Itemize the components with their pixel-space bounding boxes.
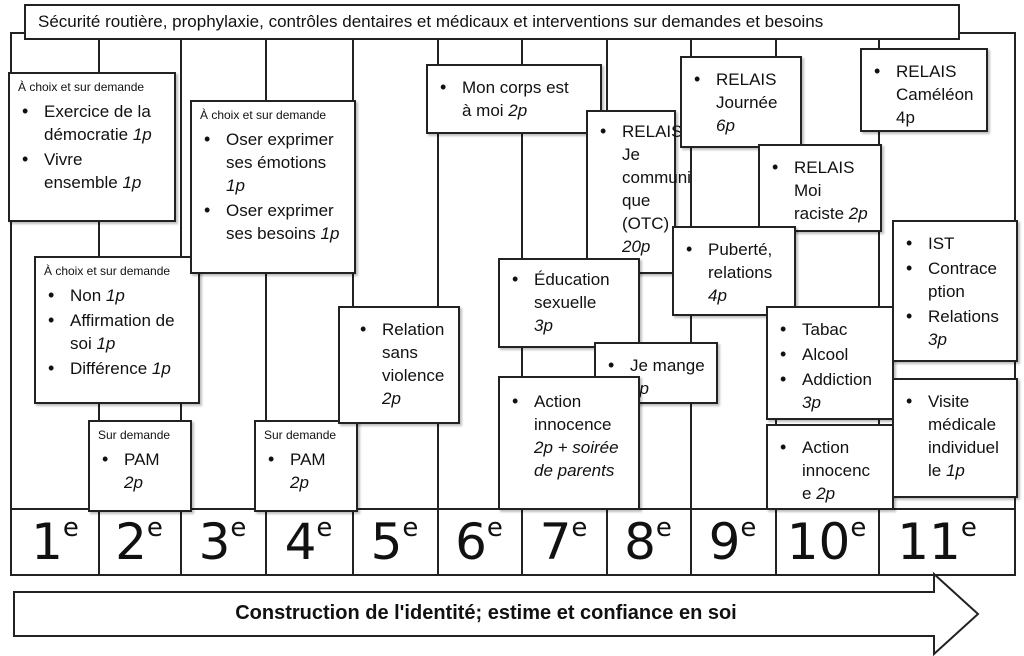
grade-label: 7e [539, 513, 588, 571]
grade-label: 2e [115, 513, 163, 571]
grade-label: 11e [897, 513, 977, 571]
list-item: Différence 1p [36, 357, 198, 380]
grade-label: 10e [786, 513, 867, 571]
column-divider [878, 32, 880, 576]
card-note: Sur demande [98, 428, 171, 442]
card-note: À choix et sur demande [44, 264, 171, 278]
grade-label: 3e [198, 513, 247, 571]
card-oser-exprimer: À choix et sur demande Oser exprimerses … [190, 100, 356, 274]
card-note: À choix et sur demande [18, 80, 145, 94]
column-divider [352, 32, 354, 576]
column-divider [437, 32, 439, 576]
grade-label: 8e [624, 513, 672, 571]
list-item: Alcool [768, 343, 892, 366]
list-item: Non 1p [36, 284, 198, 307]
grade-label: 6e [455, 513, 503, 571]
progression-arrow [13, 572, 980, 656]
arrow-label: Construction de l'identité; estime et co… [235, 602, 737, 624]
grade-label: 1e [31, 513, 79, 571]
card-affirmation: À choix et sur demande Non 1p Affirmatio… [34, 256, 200, 404]
list-item: IST [894, 232, 1016, 255]
card-note: Sur demande [264, 428, 337, 442]
list-item: Tabac [768, 318, 892, 341]
grade-label: 9e [708, 513, 757, 571]
header-banner: Sécurité routière, prophylaxie, contrôle… [24, 4, 960, 40]
grade-label: 4e [284, 513, 333, 571]
card-note: À choix et sur demande [200, 108, 327, 122]
card-democratie: À choix et sur demande Exercice de ladém… [8, 72, 176, 222]
grade-label: 5e [370, 513, 419, 571]
column-divider [265, 32, 267, 576]
